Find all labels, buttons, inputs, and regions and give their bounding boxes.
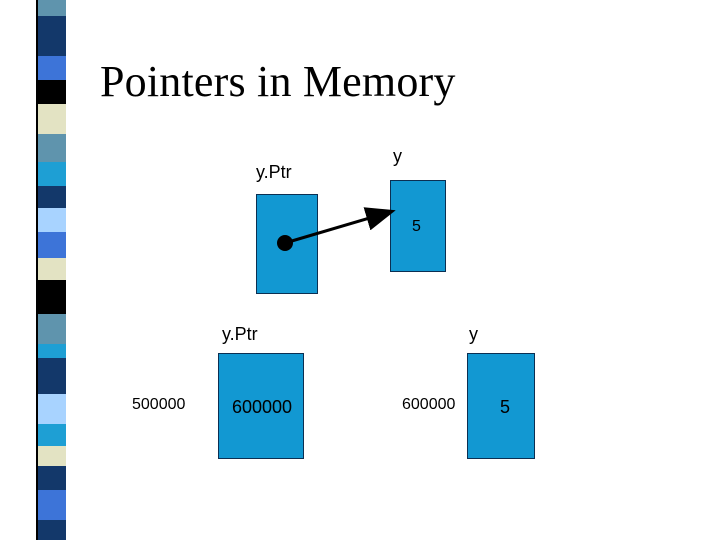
strip-segment — [38, 344, 66, 358]
top-target-label: y — [393, 146, 402, 166]
bottom-pointer-box — [218, 353, 304, 459]
bottom-target-box — [467, 353, 535, 459]
target-value: 5 — [500, 397, 511, 417]
target-address: 600000 — [402, 396, 456, 413]
strip-segment — [38, 232, 66, 258]
top-pointer-label: y.Ptr — [256, 162, 292, 182]
strip-segment — [38, 134, 66, 162]
strip-segment — [38, 358, 66, 394]
strip-segment — [38, 208, 66, 232]
strip-segment — [38, 446, 66, 466]
pointer-address: 500000 — [132, 396, 186, 413]
strip-segment — [38, 104, 66, 134]
strip-segment — [38, 520, 66, 540]
top-pointer-box — [256, 194, 318, 294]
strip-segment — [38, 32, 66, 56]
strip-segment — [38, 162, 66, 186]
strip-segment — [38, 424, 66, 446]
strip-segment — [38, 186, 66, 208]
top-target-value: 5 — [412, 218, 421, 235]
strip-segment — [38, 0, 66, 16]
bottom-pointer-label: y.Ptr — [222, 324, 258, 344]
bottom-target-label: y — [469, 324, 478, 344]
strip-segment — [38, 394, 66, 424]
strip-segment — [38, 314, 66, 344]
strip-segment — [38, 280, 66, 314]
strip-segment — [38, 466, 66, 490]
strip-segment — [38, 258, 66, 280]
strip-segment — [38, 16, 66, 32]
strip-segment — [38, 80, 66, 104]
decorative-strip — [36, 0, 66, 540]
slide-title: Pointers in Memory — [100, 57, 456, 106]
strip-segment — [38, 56, 66, 80]
pointer-value: 600000 — [232, 397, 293, 417]
strip-segment — [38, 490, 66, 520]
